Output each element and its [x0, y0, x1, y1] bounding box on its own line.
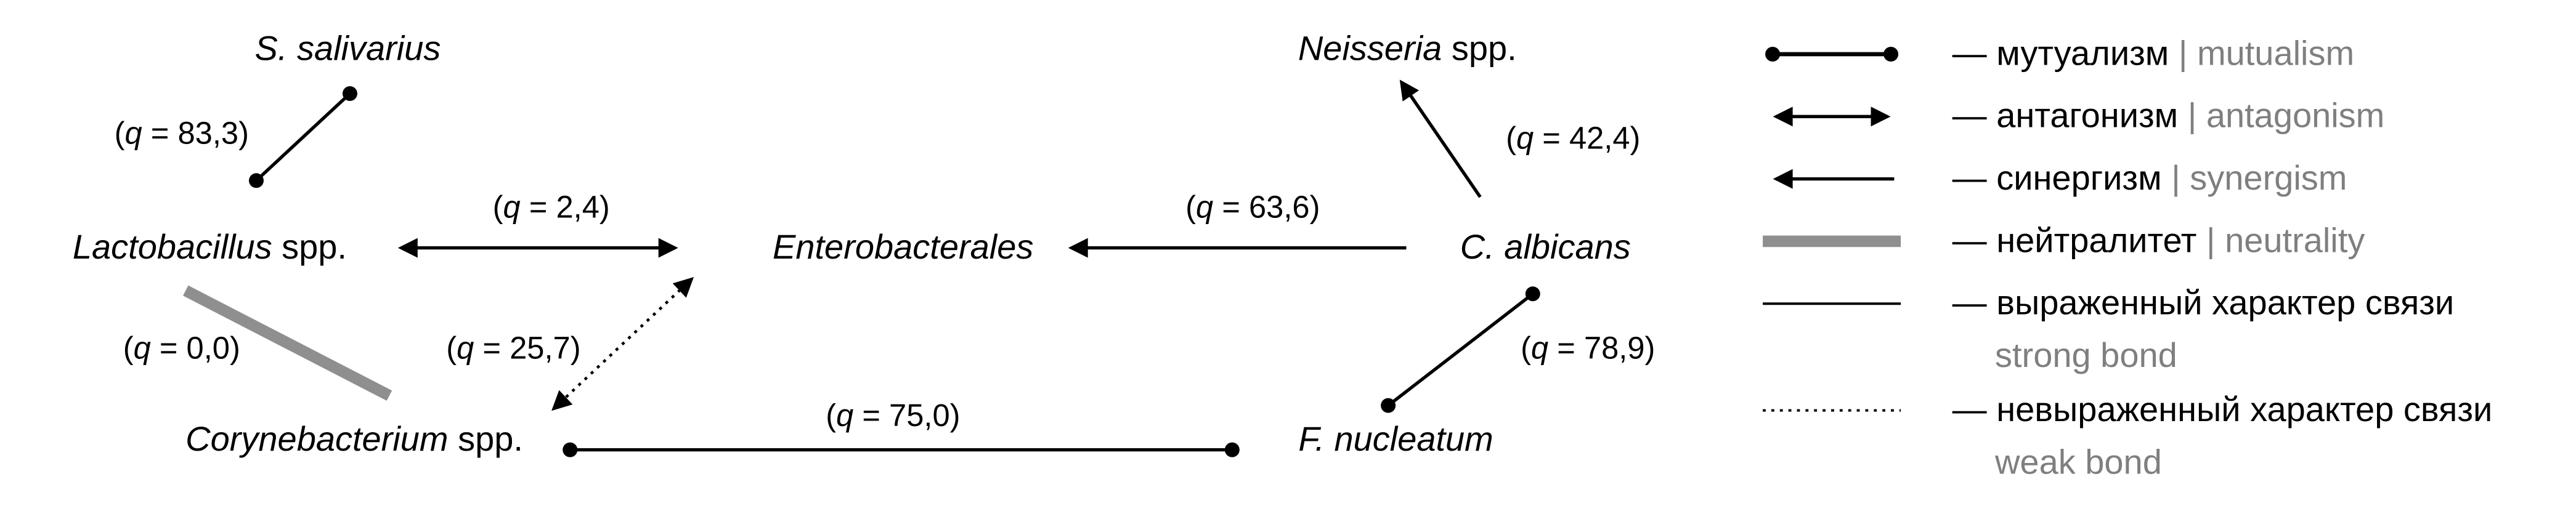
- node-corynebacterium: Corynebacterium spp.: [147, 388, 523, 492]
- q-open: (: [492, 191, 503, 226]
- legend-separator: |: [2161, 159, 2190, 198]
- edge-label-q-2-4: (q = 2,4): [458, 162, 610, 255]
- legend-item-antagonism: — антагонизм | antagonism: [1914, 65, 2385, 168]
- legend-dash: —: [1952, 159, 1997, 198]
- legend-ru-label: мутуализм: [1996, 35, 2169, 73]
- node-corynebacterium-suffix: spp.: [448, 420, 523, 459]
- legend-item-synergism: — синергизм | synergism: [1914, 127, 2347, 231]
- q-open: (: [1506, 122, 1517, 157]
- node-f-nucleatum-name: F. nucleatum: [1298, 420, 1493, 459]
- q-open: (: [114, 117, 125, 152]
- q-open: (: [123, 332, 134, 367]
- node-corynebacterium-name: Corynebacterium: [185, 420, 449, 459]
- q-value: = 2,4): [520, 191, 610, 226]
- node-s-salivarius: S. salivarius: [216, 0, 441, 101]
- node-f-nucleatum: F. nucleatum: [1260, 388, 1493, 492]
- legend-separator: |: [2169, 35, 2197, 73]
- q-open: (: [1521, 332, 1532, 367]
- legend-ru-label: антагонизм: [1996, 97, 2179, 135]
- node-lactobacillus: Lactobacillus spp.: [35, 196, 347, 300]
- edge-neutrality-lactobacillus-corynebacterium: [183, 285, 392, 401]
- edge-label-q-63-6: (q = 63,6): [1151, 162, 1320, 255]
- edge-label-q-25-7: (q = 25,7): [412, 303, 581, 396]
- legend-separator: |: [2178, 97, 2206, 135]
- q-symbol: q: [1531, 332, 1549, 367]
- node-s-salivarius-name: S. salivarius: [254, 30, 441, 68]
- legend-item-weak-bond-en: weak bond: [1957, 411, 2162, 515]
- node-enterobacterales-name: Enterobacterales: [773, 228, 1034, 267]
- edge-mutualism-corynebacterium-fnucleatum: [563, 442, 1240, 457]
- legend-en-label: synergism: [2190, 159, 2347, 198]
- legend-en-label: antagonism: [2206, 97, 2385, 135]
- legend-ru-label: нейтралитет: [1996, 222, 2197, 260]
- node-c-albicans-name: C. albicans: [1460, 228, 1631, 267]
- node-c-albicans: C. albicans: [1422, 196, 1631, 300]
- q-value: = 0,0): [150, 332, 240, 367]
- q-symbol: q: [457, 332, 474, 367]
- node-neisseria: Neisseria spp.: [1260, 0, 1517, 101]
- node-lactobacillus-name: Lactobacillus: [72, 228, 272, 267]
- legend-en-label: mutualism: [2196, 35, 2355, 73]
- edge-label-q-83-3: (q = 83,3): [79, 88, 249, 182]
- edge-label-q-42-4: (q = 42,4): [1471, 93, 1641, 187]
- q-value: = 83,3): [142, 117, 249, 152]
- legend-item-mutualism: — мутуализм | mutualism: [1914, 2, 2354, 106]
- q-open: (: [1185, 191, 1197, 226]
- q-symbol: q: [1516, 122, 1534, 157]
- q-open: (: [826, 400, 837, 435]
- edge-mutualism-ssalivarius-lactobacillus: [248, 86, 357, 188]
- node-lactobacillus-suffix: spp.: [272, 228, 347, 267]
- legend-separator: |: [2196, 222, 2225, 260]
- edge-label-q-75-0: (q = 75,0): [791, 370, 961, 464]
- legend-en-label: neutrality: [2225, 222, 2365, 260]
- legend-ru-label: выраженный характер связи: [1996, 284, 2455, 323]
- legend-dash: —: [1952, 97, 1997, 135]
- q-value: = 25,7): [474, 332, 581, 367]
- q-symbol: q: [1196, 191, 1214, 226]
- legend-item-weak-bond-ru: — невыраженный характер связи: [1914, 359, 2493, 462]
- legend-ru-label: синергизм: [1996, 159, 2162, 198]
- edge-label-q-78-9: (q = 78,9): [1486, 303, 1656, 396]
- legend-item-strong-bond-ru: — выраженный характер связи: [1914, 252, 2455, 355]
- edge-weak-antagonism-corynebacterium-enterobacterales: [551, 277, 694, 411]
- node-neisseria-name: Neisseria: [1298, 30, 1442, 68]
- legend-glyph-mutualism: [1765, 46, 1899, 62]
- legend-item-neutrality: — нейтралитет | neutrality: [1914, 190, 2365, 293]
- q-symbol: q: [124, 117, 142, 152]
- q-value: = 63,6): [1213, 191, 1320, 226]
- legend-en-label: weak bond: [1994, 444, 2162, 482]
- legend-dash: —: [1952, 222, 1997, 260]
- q-value: = 78,9): [1548, 332, 1656, 367]
- q-value: = 42,4): [1534, 122, 1641, 157]
- q-symbol: q: [133, 332, 151, 367]
- legend-dash: —: [1952, 35, 1997, 73]
- legend-item-strong-bond-en: strong bond: [1957, 305, 2177, 408]
- legend-en-label: strong bond: [1994, 337, 2177, 376]
- edge-mutualism-calbicans-fnucleatum: [1381, 286, 1540, 413]
- legend-dash: —: [1952, 284, 1997, 323]
- q-open: (: [446, 332, 457, 367]
- node-neisseria-suffix: spp.: [1442, 30, 1517, 68]
- legend-dash: —: [1952, 391, 1997, 430]
- legend-ru-label: невыраженный характер связи: [1996, 391, 2493, 430]
- q-symbol: q: [503, 191, 521, 226]
- edge-synergism-calbicans-neisseria: [1399, 79, 1482, 198]
- edge-label-q-0-0: (q = 0,0): [88, 303, 240, 396]
- node-enterobacterales: Enterobacterales: [734, 196, 1034, 300]
- q-symbol: q: [836, 400, 854, 435]
- q-value: = 75,0): [853, 400, 961, 435]
